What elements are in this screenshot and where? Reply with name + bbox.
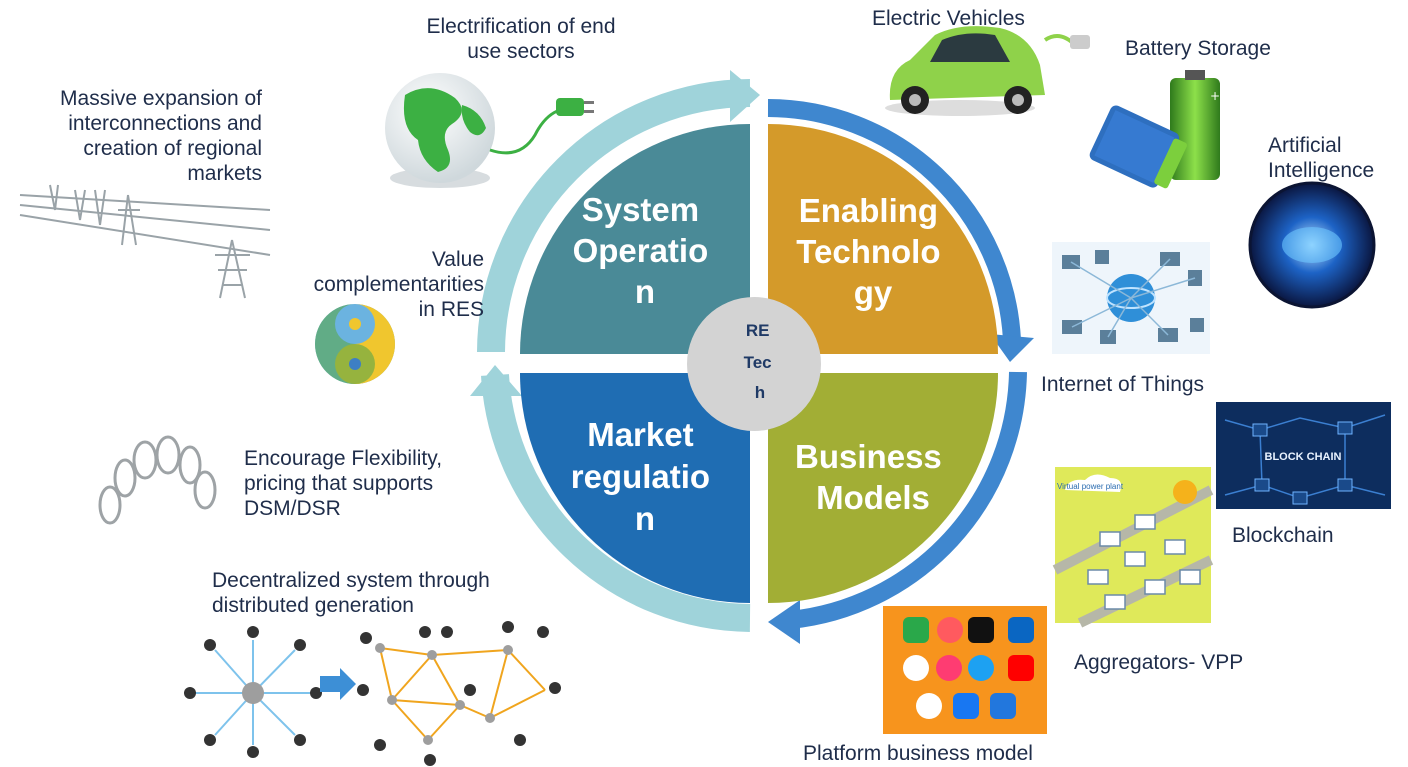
label-iot: Internet of Things bbox=[1041, 373, 1205, 396]
blue-arrowhead-bottom bbox=[768, 600, 800, 644]
label-platform: Platform business model bbox=[803, 742, 1033, 765]
spring-icon bbox=[98, 435, 217, 525]
globe-plug-icon bbox=[385, 73, 594, 188]
light-arc-arrow-bottom bbox=[481, 374, 751, 632]
center-circle bbox=[687, 297, 821, 431]
svg-text:BLOCK CHAIN: BLOCK CHAIN bbox=[1265, 451, 1342, 463]
blue-arc-arrow-bottom bbox=[789, 371, 1027, 629]
blockchain-icon: BLOCK CHAIN bbox=[1216, 402, 1391, 509]
light-arrowhead-top bbox=[730, 70, 760, 122]
label-ai: Artificial Intelligence bbox=[1268, 134, 1375, 182]
svg-text:+: + bbox=[1210, 89, 1220, 103]
transmission-towers-icon bbox=[19, 184, 271, 299]
quadrant-system-operation bbox=[520, 124, 750, 354]
battery-icon: + bbox=[1089, 70, 1220, 189]
blue-arc-arrow-right bbox=[767, 99, 1021, 341]
platform-apps-icon bbox=[883, 606, 1047, 734]
yin-yang-icon bbox=[315, 304, 395, 384]
label-flexibility: Encourage Flexibility, pricing that supp… bbox=[244, 447, 443, 520]
center-label: RE Tec h bbox=[744, 321, 777, 402]
ai-globe-icon bbox=[1248, 181, 1376, 309]
vpp-icon: Virtual power plant bbox=[1052, 467, 1214, 628]
light-arrowhead-bottom bbox=[470, 365, 522, 396]
quadrant-enabling-technology bbox=[768, 124, 998, 354]
network-icon bbox=[184, 621, 561, 766]
label-blockchain: Blockchain bbox=[1232, 524, 1334, 547]
label-electric-vehicles: Electric Vehicles bbox=[872, 7, 1025, 30]
svg-text:Virtual power plant: Virtual power plant bbox=[1057, 482, 1124, 491]
quadrant-label-business-models: Business Models bbox=[795, 438, 951, 516]
label-value-complementarities: Value complementarities in RES bbox=[313, 248, 484, 321]
quadrant-label-market-regulation: Market regulatio n bbox=[571, 416, 720, 537]
label-interconnections: Massive expansion of interconnections an… bbox=[60, 87, 262, 185]
label-battery-storage: Battery Storage bbox=[1125, 37, 1271, 60]
label-aggregators: Aggregators- VPP bbox=[1074, 651, 1244, 674]
quadrant-label-enabling-technology: Enabling Technolo gy bbox=[796, 192, 949, 311]
quadrant-business-models bbox=[768, 373, 998, 603]
light-arc-arrow-top bbox=[477, 79, 751, 353]
quadrant-label-system-operation: System Operatio n bbox=[573, 191, 718, 310]
label-decentralized: Decentralized system through distributed… bbox=[212, 569, 490, 617]
electric-car-icon bbox=[885, 26, 1090, 116]
quadrant-market-regulation bbox=[520, 373, 750, 603]
blue-arrowhead-right bbox=[990, 334, 1034, 362]
label-electrification: Electrification of end use sectors bbox=[426, 15, 616, 63]
iot-icon bbox=[1052, 242, 1210, 354]
